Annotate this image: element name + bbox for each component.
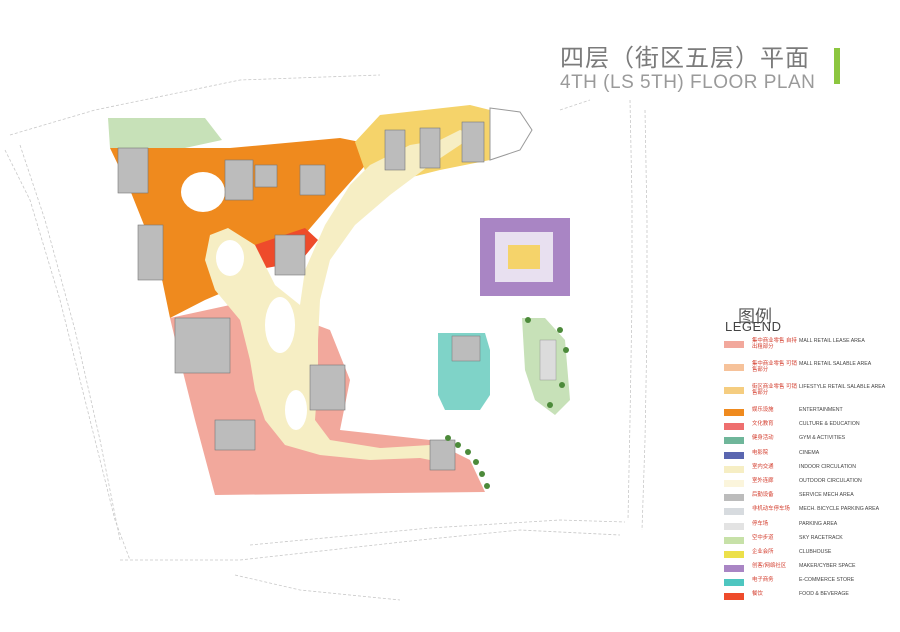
legend-swatch — [724, 341, 744, 348]
legend-label-en: CLUBHOUSE — [799, 548, 832, 555]
trees — [445, 317, 569, 489]
maker-block — [480, 218, 570, 296]
legend-item: 后勤设备 SERVICE MECH AREA — [724, 492, 894, 506]
atrium-3 — [265, 297, 295, 353]
legend-label-cn: 企业会所 — [752, 548, 774, 555]
atrium-2 — [216, 240, 244, 276]
legend-swatch — [724, 451, 744, 459]
legend-label-cn: 空中步道 — [752, 534, 774, 541]
legend-swatch — [724, 387, 744, 394]
legend-item: 室内交通 INDOOR CIRCULATION — [724, 464, 894, 478]
atrium-4 — [285, 390, 307, 430]
legend-item: 文化教育 CULTURE & EDUCATION — [724, 421, 894, 435]
legend-swatch — [724, 536, 744, 544]
legend-swatch — [724, 579, 744, 587]
legend-item: 非机动车停车场 MECH. BICYCLE PARKING AREA — [724, 506, 894, 520]
legend-item: 电影院 CINEMA — [724, 450, 894, 464]
legend-item: 健身活动 GYM & ACTIVITIES — [724, 435, 894, 449]
legend-label-cn: 文化教育 — [752, 421, 774, 428]
green-plaza — [108, 118, 222, 148]
legend-item: 企业会所 CLUBHOUSE — [724, 549, 894, 563]
indoor-circulation — [205, 130, 475, 465]
legend-swatch — [724, 565, 744, 573]
legend-label-cn: 非机动车停车场 — [752, 506, 790, 513]
legend-label-cn: 室内交通 — [752, 463, 774, 470]
legend-swatch — [724, 364, 744, 371]
legend-swatch — [724, 479, 744, 487]
legend-label-en: LIFESTYLE RETAIL SALABLE AREA — [799, 384, 886, 390]
roof-shell — [489, 107, 533, 161]
legend-item: 电子商务 E-COMMERCE STORE — [724, 577, 894, 591]
legend-swatch — [724, 409, 744, 416]
legend-label-cn: 室外连廊 — [752, 477, 774, 484]
legend-label-cn: 集中商业零售 自持出租部分 — [752, 338, 797, 351]
legend-item: 室外连廊 OUTDOOR CIRCULATION — [724, 478, 894, 492]
legend-label-cn: 集中商业零售 可销售部分 — [752, 361, 797, 374]
page-title-cn: 四层（街区五层）平面 — [560, 44, 810, 72]
legend-label-en: ENTERTAINMENT — [799, 407, 843, 413]
legend-label-cn: 街区商业零售 可销售部分 — [752, 384, 797, 397]
legend-label-cn: 创客/网络社区 — [752, 563, 787, 570]
legend-item: 餐饮 FOOD & BEVERAGE — [724, 591, 894, 605]
page-title-en: 4TH (LS 5TH) FLOOR PLAN — [560, 72, 816, 93]
legend-swatch — [724, 593, 744, 601]
title-accent-bar — [834, 48, 840, 84]
legend-label-en: MAKER/CYBER SPACE — [799, 563, 856, 570]
legend-swatch — [724, 522, 744, 530]
legend-label-en: PARKING AREA — [799, 520, 838, 527]
legend-item: 空中步道 SKY RACETRACK — [724, 535, 894, 549]
legend-label-en: SERVICE MECH AREA — [799, 492, 854, 499]
park-strip — [522, 318, 570, 415]
legend-label-cn: 后勤设备 — [752, 492, 774, 499]
legend-swatch — [724, 508, 744, 516]
legend-label-en: INDOOR CIRCULATION — [799, 463, 856, 470]
legend-label-cn: 停车场 — [752, 520, 769, 527]
legend-swatch — [724, 550, 744, 558]
legend-label-cn: 电影院 — [752, 449, 769, 456]
atrium-1 — [181, 172, 225, 212]
legend-label-cn: 健身活动 — [752, 435, 774, 442]
legend-label-en: FOOD & BEVERAGE — [799, 591, 849, 598]
legend-label-cn: 娱乐设施 — [752, 407, 774, 413]
service-cores — [117, 121, 485, 471]
legend-label-en: SKY RACETRACK — [799, 534, 843, 541]
legend-label-en: E-COMMERCE STORE — [799, 577, 855, 584]
legend-swatch — [724, 465, 744, 473]
legend-label-en: OUTDOOR CIRCULATION — [799, 477, 862, 484]
legend-label-en: MALL RETAIL LEASE AREA — [799, 338, 865, 344]
legend-label-en: GYM & ACTIVITIES — [799, 435, 846, 442]
legend-title-cn: 图例 — [738, 307, 772, 327]
legend-label-cn: 电子商务 — [752, 577, 774, 584]
legend-label-cn: 餐饮 — [752, 591, 763, 598]
legend-label-en: CULTURE & EDUCATION — [799, 421, 860, 428]
legend-item: 娱乐设施 ENTERTAINMENT — [724, 407, 894, 421]
legend-swatch — [724, 437, 744, 445]
legend-swatch — [724, 423, 744, 431]
legend-label-en: CINEMA — [799, 449, 820, 456]
ecommerce-block — [438, 333, 490, 410]
legend-item: 停车场 PARKING AREA — [724, 521, 894, 535]
legend-swatch — [724, 494, 744, 502]
legend-item: 创客/网络社区 MAKER/CYBER SPACE — [724, 563, 894, 577]
legend-title-en: LEGEND — [725, 319, 782, 334]
legend-label-en: MECH. BICYCLE PARKING AREA — [799, 506, 880, 513]
legend-label-en: MALL RETAIL SALABLE AREA — [799, 361, 872, 367]
site-context-lines — [4, 74, 648, 601]
